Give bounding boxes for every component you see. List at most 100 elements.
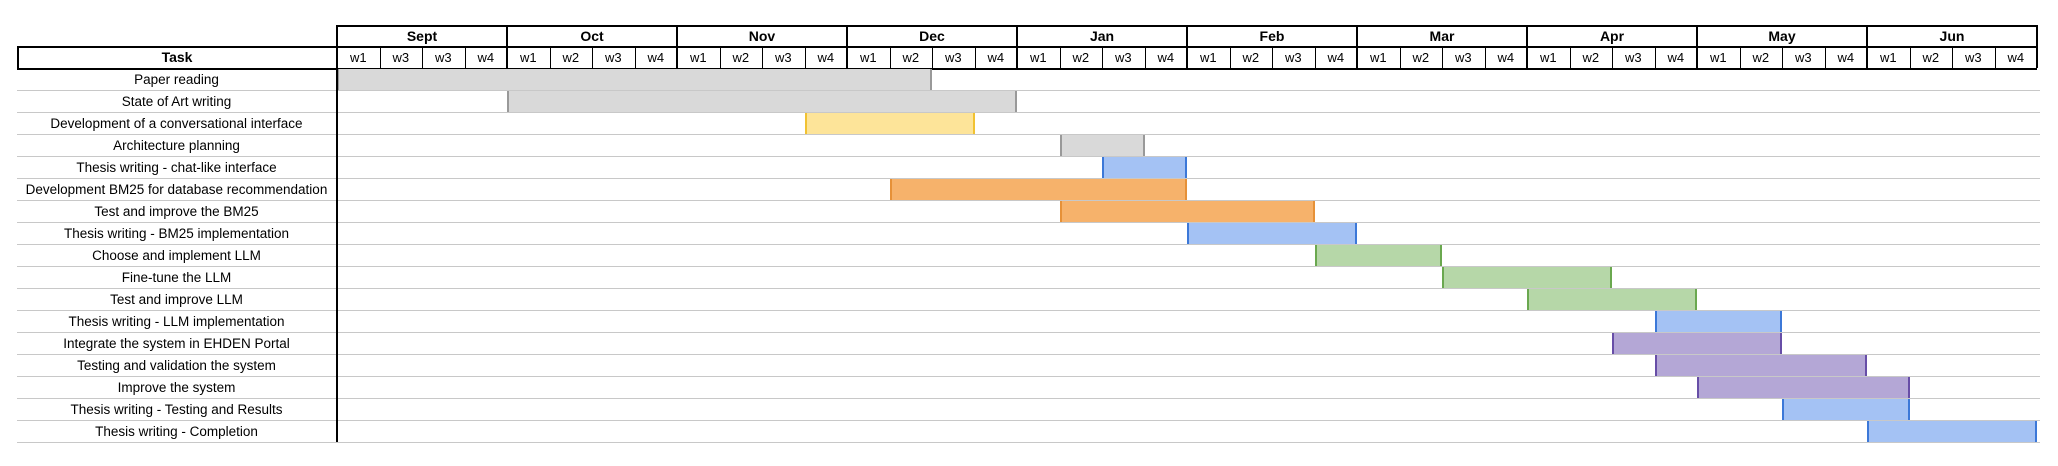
- row-separator: [17, 398, 2040, 399]
- week-header: w2: [562, 49, 580, 65]
- week-header: w4: [1327, 49, 1345, 65]
- week-header: w3: [1114, 49, 1132, 65]
- week-header: w1: [1709, 49, 1727, 65]
- week-divider: [932, 46, 933, 68]
- week-header: w4: [1837, 49, 1855, 65]
- week-header: w4: [987, 49, 1005, 65]
- week-header: w1: [1029, 49, 1047, 65]
- month-header: Oct: [580, 27, 604, 44]
- task-bar[interactable]: [1059, 135, 1145, 156]
- week-header: w3: [774, 49, 792, 65]
- week-divider: [1442, 46, 1443, 68]
- row-separator: [17, 134, 2040, 135]
- month-header: Sept: [406, 27, 438, 44]
- task-bar[interactable]: [804, 113, 975, 134]
- task-bar[interactable]: [1867, 421, 2037, 442]
- task-bar[interactable]: [1187, 223, 1357, 244]
- task-bar[interactable]: [1527, 289, 1697, 310]
- task-bar[interactable]: [1442, 267, 1612, 288]
- week-divider: [1739, 46, 1741, 68]
- task-label: Test and improve the BM25: [94, 203, 259, 219]
- week-header: w2: [1752, 49, 1770, 65]
- task-label: Thesis writing - Completion: [95, 423, 258, 439]
- task-bar[interactable]: [1782, 399, 1910, 420]
- week-header: w1: [1879, 49, 1897, 65]
- header-mid-line: [17, 46, 2037, 48]
- task-bar[interactable]: [1697, 377, 1910, 398]
- header-bottom-line: [17, 68, 2037, 70]
- task-bar[interactable]: [1612, 333, 1782, 354]
- month-header: Dec: [919, 27, 945, 44]
- week-divider: [1612, 46, 1613, 68]
- week-divider: [422, 46, 423, 68]
- week-header: w4: [817, 49, 835, 65]
- month-divider: [676, 25, 678, 68]
- week-header: w1: [349, 49, 367, 65]
- week-divider: [1484, 46, 1486, 68]
- row-separator: [17, 288, 2040, 289]
- week-divider: [1782, 46, 1783, 68]
- week-header: w3: [434, 49, 452, 65]
- row-separator: [17, 442, 2040, 443]
- month-divider: [846, 25, 848, 68]
- week-header: w3: [392, 49, 410, 65]
- task-bar[interactable]: [1654, 355, 1867, 376]
- week-divider: [804, 46, 806, 68]
- row-separator: [17, 90, 2040, 91]
- month-header: Jun: [1939, 27, 1965, 44]
- task-label: Improve the system: [117, 379, 236, 395]
- row-separator: [17, 310, 2040, 311]
- task-label: Test and improve LLM: [110, 291, 243, 307]
- month-divider: [1356, 25, 1358, 68]
- task-bar[interactable]: [1314, 245, 1442, 266]
- week-divider: [1059, 46, 1061, 68]
- week-header: w4: [1667, 49, 1685, 65]
- week-divider: [1909, 46, 1911, 68]
- week-divider: [1399, 46, 1401, 68]
- task-label: Thesis writing - chat-like interface: [76, 159, 277, 175]
- week-header: w3: [944, 49, 962, 65]
- task-label: Architecture planning: [113, 137, 240, 153]
- week-divider: [719, 46, 721, 68]
- row-separator: [17, 266, 2040, 267]
- week-divider: [634, 46, 636, 68]
- week-divider: [1824, 46, 1826, 68]
- month-divider: [2036, 25, 2038, 68]
- row-separator: [17, 420, 2040, 421]
- row-separator: [17, 244, 2040, 245]
- row-separator: [17, 222, 2040, 223]
- task-label: Choose and implement LLM: [92, 247, 261, 263]
- week-divider: [762, 46, 763, 68]
- task-label: Fine-tune the LLM: [121, 269, 232, 285]
- week-header: w2: [1582, 49, 1600, 65]
- week-divider: [1314, 46, 1316, 68]
- week-divider: [1994, 46, 1996, 68]
- task-bar[interactable]: [337, 69, 932, 90]
- timeline-left-border: [336, 46, 338, 442]
- week-header: w1: [689, 49, 707, 65]
- month-header: Apr: [1599, 27, 1625, 44]
- week-divider: [889, 46, 891, 68]
- month-divider: [506, 25, 508, 68]
- week-header: w4: [647, 49, 665, 65]
- row-separator: [17, 200, 2040, 201]
- row-separator: [17, 112, 2040, 113]
- task-bar[interactable]: [507, 91, 1017, 112]
- month-header: Feb: [1259, 27, 1285, 44]
- month-header: Mar: [1429, 27, 1455, 44]
- task-bar[interactable]: [1654, 311, 1782, 332]
- week-header: w3: [1284, 49, 1302, 65]
- week-divider: [1272, 46, 1273, 68]
- task-label: Paper reading: [134, 71, 219, 87]
- task-bar[interactable]: [1059, 201, 1315, 222]
- task-label: Integrate the system in EHDEN Portal: [63, 335, 290, 351]
- week-header: w3: [604, 49, 622, 65]
- task-bar[interactable]: [889, 179, 1187, 200]
- task-bar[interactable]: [1102, 157, 1187, 178]
- week-header: w1: [519, 49, 537, 65]
- week-header: w4: [2007, 49, 2025, 65]
- task-label: Testing and validation the system: [77, 357, 276, 373]
- week-divider: [1569, 46, 1571, 68]
- week-header: w3: [1794, 49, 1812, 65]
